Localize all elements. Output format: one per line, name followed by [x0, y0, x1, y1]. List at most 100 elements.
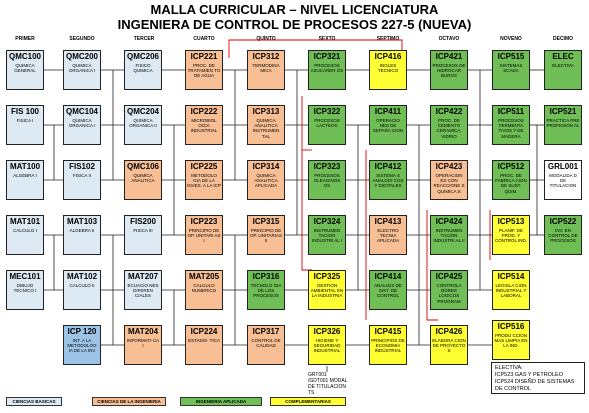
semester-header-6: SEXTO — [318, 36, 336, 42]
course-code: ICP521 — [549, 107, 577, 116]
course-elec[interactable]: ELEC ELECTIVA — [544, 50, 582, 90]
course-code: ELEC — [552, 52, 574, 61]
course-code: ICP321 — [313, 52, 341, 61]
course-name: INFORMATI CA I — [127, 338, 159, 349]
course-code: ICP325 — [313, 272, 341, 281]
course-name: PRACTICA PRE PROFESION AL — [546, 118, 580, 129]
course-name: INT. A LA METODOLOG IA DE LA INV — [67, 338, 97, 354]
course-name: TERMODINA MICA — [252, 63, 280, 74]
elective-item: DE CONTROL — [495, 386, 532, 392]
course-name: TECNOLO GIA DE LOS PROCESOS — [250, 283, 282, 299]
legend-basic-sciences: CIENCIAS BASICAS — [6, 397, 62, 406]
semester-header-10: DECIMO — [553, 36, 573, 42]
semester-header-3: TERCER — [133, 36, 155, 42]
course-code: QMC206 — [126, 52, 159, 61]
course-name: QUIMICA ANALITICA — [131, 173, 155, 184]
semester-header-7: SEPTIMO — [376, 36, 400, 42]
course-name: ALGEBRA I — [13, 173, 37, 178]
course-name: HIGIENE Y SEGURIDAD INDUSTRIAL — [313, 338, 341, 354]
course-code: ICP513 — [497, 217, 525, 226]
course-name: FISICA III — [133, 228, 153, 233]
course-code: ICP315 — [252, 217, 280, 226]
course-code: MAT205 — [188, 272, 220, 281]
course-name: MODALIDA D DE TITULACION — [549, 173, 577, 189]
elective-item: ICP524 DISEÑO DE SISTEMAS — [495, 379, 575, 385]
course-name: INV. EN CONTROL DE PROCESOS — [548, 228, 578, 244]
course-name: ELECTIVA — [552, 63, 574, 68]
course-name: SISTEMAS SCADA — [499, 63, 523, 74]
course-name: FISICO QUIMICA — [133, 63, 153, 74]
course-code: QMC104 — [65, 107, 98, 116]
course-code: ICP421 — [435, 52, 463, 61]
course-name: LEGISLA CION INDUSTRIAL Y LABORAL — [495, 283, 527, 299]
course-name: INSTRUMEN TACION INDUSTRI AL II — [433, 228, 465, 244]
course-code: ICP414 — [374, 272, 402, 281]
course-code: MAT207 — [127, 272, 159, 281]
course-code: ICP511 — [497, 107, 525, 116]
course-name: FISICA II — [72, 173, 91, 178]
course-code: ICP415 — [374, 327, 402, 336]
course-code: ICP423 — [435, 162, 463, 171]
course-name: QUIMICA ANALITICA INSTRUMEN TAL — [252, 118, 280, 139]
course-name: OPERACIO NES DE SEPARA CION — [372, 118, 404, 134]
course-name: CALCULO NUMERICO — [191, 283, 217, 294]
